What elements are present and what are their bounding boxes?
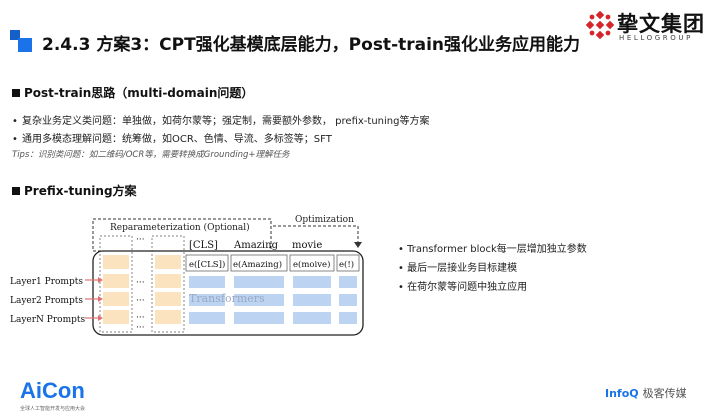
token-cls: [CLS] <box>189 240 218 251</box>
token-cell <box>189 312 225 324</box>
bullet-item: •复杂业务定义类问题：单独做，如荷尔蒙等；强定制，需要额外参数， prefix-… <box>12 116 430 127</box>
logo-subtext: HELLOGROUP <box>619 34 693 42</box>
embedding-box <box>230 254 288 272</box>
infoq-text: InfoQ <box>605 387 639 400</box>
prompt-cell <box>103 310 129 324</box>
token-cell <box>189 276 225 288</box>
aicon-text: AiCon <box>20 378 85 403</box>
bullet-item: • 最后一层接业务目标建模 <box>398 263 518 274</box>
ellipsis: ··· <box>136 323 145 333</box>
bullet-item: • 在荷尔蒙等问题中独立应用 <box>398 282 528 293</box>
optimization-label: Optimization <box>295 215 354 225</box>
token-cell <box>189 294 225 306</box>
embedding-cls: e([CLS]) <box>189 259 225 270</box>
embedding-box <box>185 254 229 272</box>
bullet-item: •通用多模态理解问题：统筹做，如OCR、色情、导流、多标签等；SFT <box>12 134 332 145</box>
token-cell <box>293 294 331 306</box>
title-square-icon <box>10 30 32 52</box>
token-cell <box>293 276 331 288</box>
arrowhead-icon <box>98 296 103 302</box>
tips-note: Tips：识别类问题：如二维码/OCR等，需要转换成Grounding+理解任务 <box>12 150 290 160</box>
token-cell <box>234 294 284 306</box>
embedding-box <box>289 254 335 272</box>
aicon-logo: AiCon 全球人工智能开发与应用大会 <box>20 378 85 412</box>
logo-text: 挚文集团 <box>617 11 705 36</box>
prompt-cell <box>103 274 129 288</box>
arrowhead-icon <box>98 315 103 321</box>
optimization-arrow-icon <box>354 242 362 248</box>
right-bullet-list: • Transformer block每一层增加独立参数 • 最后一层接业务目标… <box>398 240 587 297</box>
prompt-cell <box>155 292 181 306</box>
prompt-column <box>99 235 133 333</box>
row-label-layerN: LayerN Prompts <box>10 315 85 325</box>
reparam-label: Reparameterization (Optional) <box>110 222 250 233</box>
embedding-excl: e(!) <box>339 259 354 270</box>
embedding-movie: e(moive) <box>293 259 330 270</box>
arrowhead-icon <box>98 277 103 283</box>
token-cell <box>339 294 357 306</box>
prompt-cell <box>155 255 181 269</box>
prompt-column <box>151 235 185 333</box>
embedding-box <box>336 254 360 272</box>
section-heading-prefix: Prefix-tuning方案 <box>24 184 137 198</box>
prompt-cell <box>155 274 181 288</box>
embedding-amazing: e(Amazing) <box>233 259 282 270</box>
token-cell <box>234 276 284 288</box>
token-amazing: Amazing <box>233 240 279 251</box>
token-movie: movie <box>292 240 322 251</box>
row-label-layer1: Layer1 Prompts <box>10 277 83 287</box>
prompt-cell <box>103 255 129 269</box>
section-bullet-icon <box>12 187 20 195</box>
ellipsis: ··· <box>136 296 145 306</box>
prompt-cell <box>103 292 129 306</box>
company-logo: 挚文集团 HELLOGROUP <box>585 8 715 44</box>
ellipsis: ··· <box>136 278 145 288</box>
token-cell <box>339 312 357 324</box>
transformer-box <box>92 250 364 336</box>
transformers-label: Transformers <box>189 292 265 305</box>
page-title: 2.4.3 方案3：CPT强化基模底层能力，Post-train强化业务应用能力 <box>42 35 581 55</box>
token-cell <box>339 276 357 288</box>
infoq-cn-text: 极客传媒 <box>642 387 687 400</box>
optimization-path <box>273 225 359 244</box>
row-label-layer2: Layer2 Prompts <box>10 296 83 306</box>
token-cell <box>293 312 331 324</box>
aicon-subtext: 全球人工智能开发与应用大会 <box>20 406 86 412</box>
logo-mark-icon <box>585 10 615 40</box>
ellipsis: ··· <box>136 313 145 323</box>
prefix-tuning-diagram: Optimization Reparameterization (Optiona… <box>10 215 364 336</box>
prompt-cell <box>155 310 181 324</box>
token-cell <box>234 312 284 324</box>
section-bullet-icon <box>12 89 20 97</box>
section-heading-posttrain: Post-train思路（multi-domain问题） <box>24 86 254 100</box>
ellipsis: ··· <box>136 235 145 245</box>
bullet-item: • Transformer block每一层增加独立参数 <box>398 244 587 255</box>
